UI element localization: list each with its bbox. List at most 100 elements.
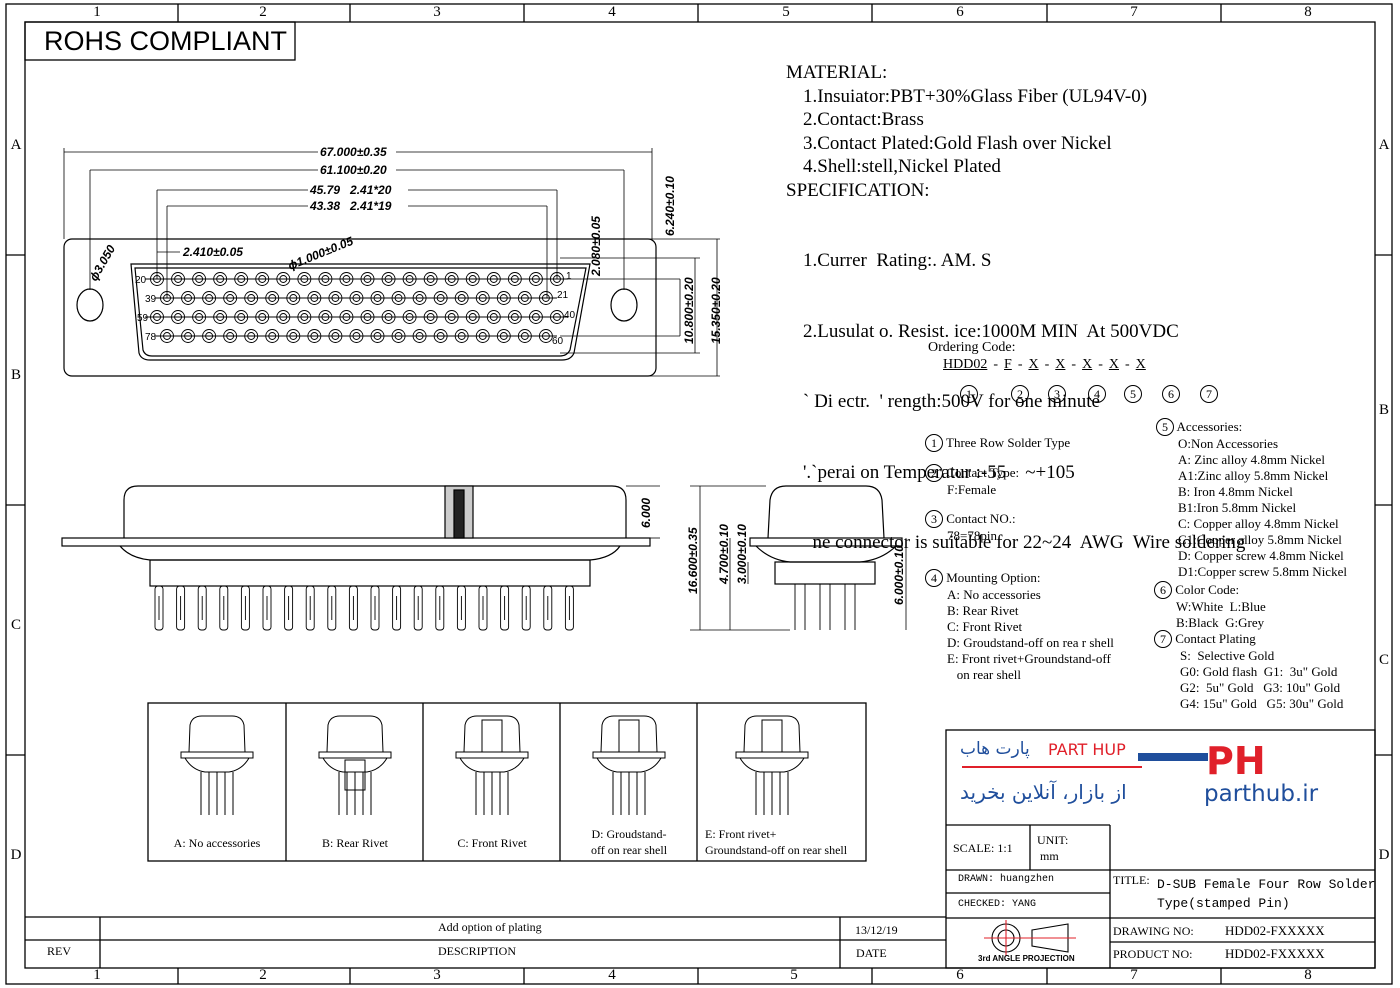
option-3-title: Contact NO.: <box>946 511 1016 526</box>
pin-inner <box>300 313 309 321</box>
logo-divider <box>962 766 1142 768</box>
pin-inner <box>468 275 477 283</box>
pin-inner <box>205 294 214 302</box>
pin-inner <box>373 294 382 302</box>
zone-col-1-bottom: 1 <box>93 967 101 983</box>
zone-row-c-right: C <box>1378 652 1389 668</box>
pin <box>507 310 522 324</box>
dim-overall-width: 67.000±0.35 <box>320 145 387 159</box>
dim-pin-diameter: ϕ1.000±0.05 <box>286 234 356 273</box>
pin-inner <box>216 313 225 321</box>
unit-value: mm <box>1040 849 1059 863</box>
pin-inner <box>300 275 309 283</box>
pin-inner <box>205 332 214 340</box>
pin-inner <box>258 313 267 321</box>
pin <box>349 291 364 305</box>
pin-inner <box>342 275 351 283</box>
pin <box>517 291 532 305</box>
pin <box>276 272 291 286</box>
panel-shell <box>463 715 521 753</box>
marker-6: 6 <box>1154 581 1172 599</box>
ordering-code-separator: - <box>1071 357 1077 372</box>
spec-item: ` Di ectr. ' rength:500V for one minute <box>803 391 1100 412</box>
pin <box>528 310 543 324</box>
pin <box>349 329 364 343</box>
pin <box>276 310 291 324</box>
pin-inner <box>447 275 456 283</box>
pin-inner <box>457 332 466 340</box>
pin <box>171 272 186 286</box>
dim-tail-offset: 3.000±0.10 <box>735 524 749 584</box>
pin <box>475 329 490 343</box>
pin-inner <box>384 275 393 283</box>
dim-shell-height: 15.350±0.20 <box>709 277 723 344</box>
dim-hole-diameter: ϕ3.050 <box>86 242 118 283</box>
pin <box>339 272 354 286</box>
pin-label-1: 1 <box>566 271 572 282</box>
pin <box>244 329 259 343</box>
pin <box>307 291 322 305</box>
rohs-label: ROHS COMPLIANT <box>44 26 288 56</box>
pin-inner <box>394 332 403 340</box>
ordering-code-segment: HDD02 <box>943 357 988 372</box>
ordering-code-separator: - <box>1044 357 1050 372</box>
option-2-title: Contact Type: <box>946 465 1020 480</box>
option-line: G0: Gold flash G1: 3u" Gold <box>1180 664 1338 679</box>
ordering-marker-1: 1 <box>960 385 978 403</box>
pin <box>160 329 174 343</box>
pin <box>444 272 459 286</box>
option-7-title: Contact Plating <box>1175 631 1256 646</box>
option-line: B1:Iron 5.8mm Nickel <box>1178 500 1297 515</box>
option-line: G4: 15u" Gold G5: 30u" Gold <box>1180 696 1344 711</box>
option-4-title: Mounting Option: <box>946 570 1041 585</box>
pin <box>339 310 354 324</box>
option-1: 1 Three Row Solder Type <box>925 434 1070 452</box>
pin <box>181 291 196 305</box>
pin <box>433 329 448 343</box>
pin <box>538 329 553 343</box>
pin-inner <box>321 275 330 283</box>
pin <box>265 291 280 305</box>
pin <box>213 272 228 286</box>
pin <box>465 272 480 286</box>
ordering-code-separator: - <box>1098 357 1103 372</box>
pin-inner <box>520 294 529 302</box>
projection-label: 3rd ANGLE PROJECTION <box>978 954 1075 963</box>
marker-2: 2 <box>925 464 943 482</box>
zone-col-1: 1 <box>93 4 101 20</box>
marker-5: 5 <box>1156 418 1174 436</box>
marker-4: 4 <box>925 569 943 587</box>
pin <box>328 329 343 343</box>
material-item: 4.Shell:stell,Nickel Plated <box>803 156 1001 177</box>
logo-mark-bar <box>1138 753 1208 761</box>
pin-inner <box>226 332 235 340</box>
material-item: 2.Contact:Brass <box>803 109 924 130</box>
option-line: C1:Copper alloy 5.8mm Nickel <box>1178 532 1342 547</box>
pin-inner <box>310 332 319 340</box>
pin <box>412 329 427 343</box>
pin-inner <box>279 313 288 321</box>
pin-inner <box>489 275 498 283</box>
solder-tail <box>240 585 250 631</box>
pin <box>234 272 249 286</box>
unit-label: UNIT: <box>1037 833 1069 847</box>
description-label: DESCRIPTION <box>438 944 517 958</box>
pin <box>496 329 511 343</box>
marker-7: 7 <box>1154 630 1172 648</box>
option-2: 2 Contact Type:F:Female <box>925 464 1019 498</box>
marker-3: 3 <box>925 510 943 528</box>
pin <box>181 329 196 343</box>
zone-col-8: 8 <box>1304 4 1312 20</box>
end-view <box>690 485 907 631</box>
solder-tail <box>348 585 358 631</box>
pin <box>202 329 217 343</box>
panel-flange <box>735 751 809 759</box>
pin-inner <box>520 332 529 340</box>
pin-inner <box>405 275 414 283</box>
projection-symbol <box>984 920 1076 956</box>
dim-tail-length: 4.700±0.10 <box>717 524 731 585</box>
option-line: O:Non Accessories <box>1178 436 1279 451</box>
drawing-title: D-SUB Female Four Row Solder <box>1157 877 1376 892</box>
